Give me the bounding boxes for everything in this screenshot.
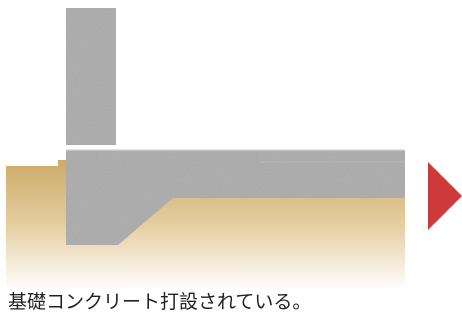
existing-wall bbox=[66, 8, 116, 145]
next-arrow-icon[interactable] bbox=[428, 162, 462, 230]
caption-text: 基礎コンクリート打設されている。 bbox=[8, 291, 312, 313]
foundation-concrete bbox=[66, 149, 405, 245]
